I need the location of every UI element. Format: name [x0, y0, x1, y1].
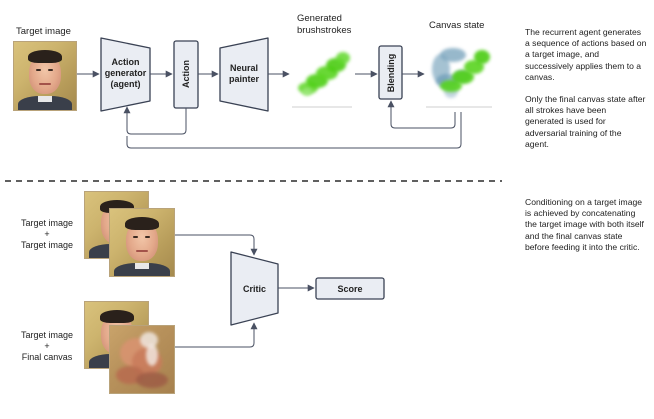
critic-label: Critic	[242, 284, 266, 294]
generated-brushstrokes-label: Generated brushstrokes	[297, 13, 352, 36]
pair2-final-canvas-image	[109, 325, 175, 394]
feedback-canvas-to-blending	[387, 100, 456, 129]
score-label: Score	[337, 284, 363, 294]
action-label: Action	[181, 60, 191, 88]
blending-box	[378, 45, 403, 100]
action-generator-label: Action generator (agent)	[104, 57, 147, 89]
critic-box	[230, 251, 279, 326]
feedback-canvas-to-generator	[126, 112, 462, 149]
arrow-pair2-to-critic	[173, 322, 258, 348]
top-description: The recurrent agent generates a sequence…	[525, 27, 647, 149]
target-image-label: Target image	[16, 26, 71, 37]
score-box	[315, 277, 385, 300]
blending-label: Blending	[386, 53, 396, 93]
feedback-action-to-generator	[123, 106, 187, 135]
target-image	[13, 41, 77, 111]
pair2-label: Target image + Final canvas	[20, 330, 74, 362]
arrow-pair1-to-critic	[173, 234, 258, 256]
pair1-label: Target image + Target image	[20, 218, 74, 250]
pair1-front-image	[109, 208, 175, 277]
bottom-description: Conditioning on a target image is achiev…	[525, 197, 644, 252]
neural-painter-box	[219, 37, 269, 112]
action-generator-box	[100, 37, 151, 112]
generated-brushstrokes-image	[292, 44, 354, 106]
canvas-state-label: Canvas state	[429, 20, 485, 31]
canvas-state-image	[426, 40, 494, 106]
neural-painter-label: Neural painter	[228, 63, 259, 84]
